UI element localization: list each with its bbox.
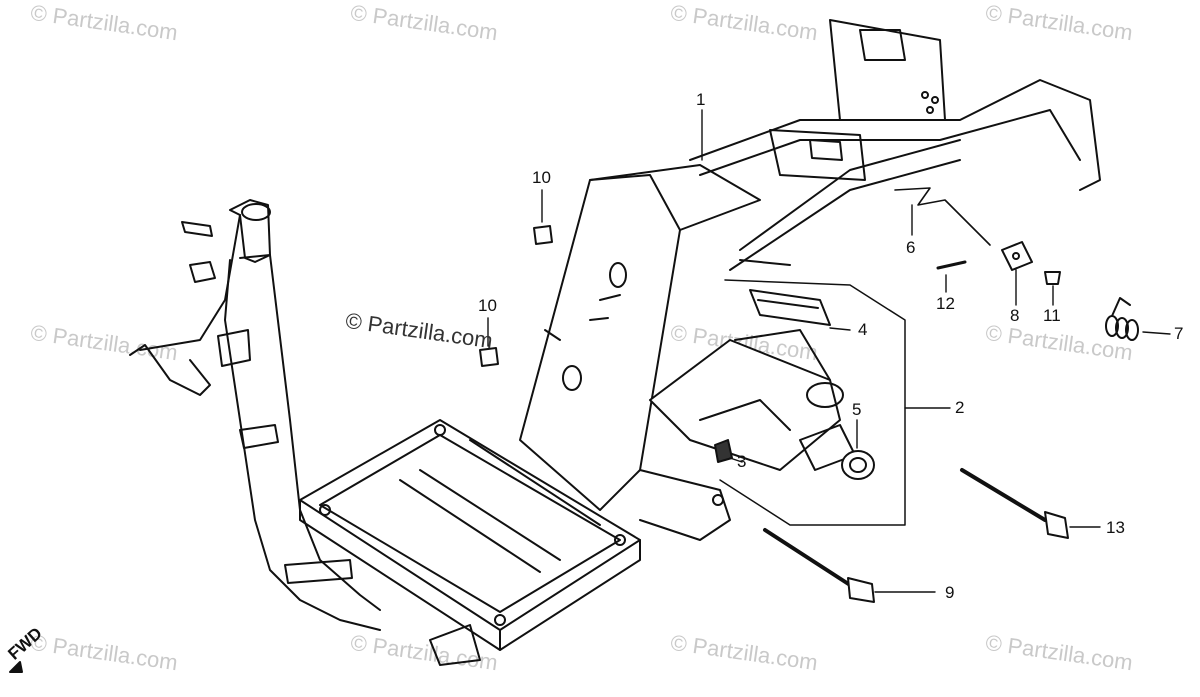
nut-10: [479, 347, 499, 367]
callout-5: 5: [852, 400, 862, 419]
leader-lines: [487, 109, 1171, 593]
floor-cradle: [299, 419, 641, 666]
callout-12: 12: [936, 294, 955, 313]
screw-11: [1044, 271, 1061, 285]
callout-4: 4: [858, 320, 868, 339]
wire-6: [894, 187, 991, 246]
bolt-13: [960, 468, 1069, 539]
rear-frame: [689, 19, 1101, 271]
bolt-9: [763, 528, 875, 603]
head-pipe: [129, 199, 271, 396]
nut-10: [533, 225, 553, 245]
pin-12: [936, 260, 967, 270]
fwd-arrow-icon: [9, 661, 23, 673]
callout-1: 1: [696, 90, 706, 109]
hanger-bracket: [649, 289, 875, 480]
group-outline: [719, 279, 906, 526]
plate-8: [1001, 241, 1033, 271]
spring-7: [1105, 297, 1139, 341]
callout-3: 3: [737, 452, 747, 471]
callout-2: 2: [955, 398, 965, 417]
callout-7: 7: [1174, 324, 1184, 343]
callout-10: 10: [478, 296, 497, 315]
callout-8: 8: [1010, 306, 1020, 325]
center-upright: [519, 164, 761, 541]
callout-13: 13: [1106, 518, 1125, 537]
callout-9: 9: [945, 583, 955, 602]
callout-6: 6: [906, 238, 916, 257]
callout-10: 10: [532, 168, 551, 187]
callout-11: 11: [1043, 306, 1061, 325]
